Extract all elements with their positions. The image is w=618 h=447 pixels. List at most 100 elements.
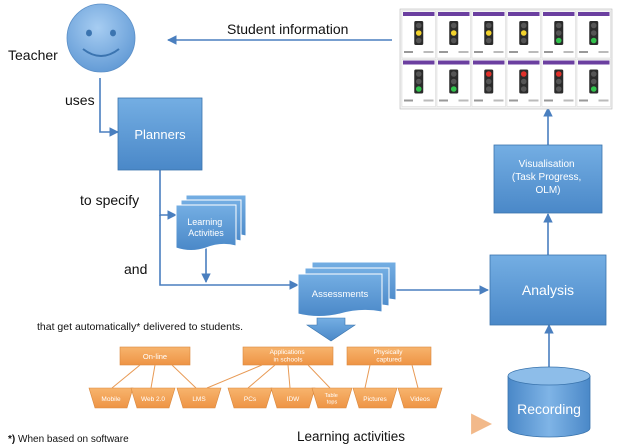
red-light-icon (555, 71, 562, 77)
group-physical-line-1: Physically (374, 349, 404, 356)
traffic-light-card (401, 10, 436, 59)
visualisation-box: Visualisation (Task Progress, OLM) (493, 144, 603, 214)
yellow-light-icon (415, 30, 422, 36)
traffic-light-card (436, 10, 471, 59)
channel-pictures-label: Pictures (363, 396, 387, 403)
traffic-light-card (576, 10, 611, 59)
green-light-icon (520, 86, 527, 92)
assessments-stack: Assessments (297, 261, 397, 317)
yellow-light-icon (555, 30, 562, 36)
traffic-light-card (471, 10, 506, 59)
red-light-icon (590, 22, 597, 29)
yellow-light-icon (555, 78, 562, 85)
group-applications-line-2: in schools (274, 357, 304, 364)
recording-label: Recording (517, 401, 581, 417)
channel-web20-label: Web 2.0 (141, 396, 165, 403)
visualisation-line-2: (Task Progress, (512, 172, 581, 183)
channel-tabletops: Table tops (311, 387, 353, 409)
yellow-light-icon (590, 78, 597, 85)
group-physical: Physically captured (346, 346, 432, 366)
green-light-icon (485, 37, 492, 44)
traffic-light-card (576, 59, 611, 107)
red-light-icon (485, 22, 492, 29)
traffic-light-card (506, 10, 541, 59)
yellow-light-icon (450, 30, 457, 36)
arrow-planners-to-assessments (159, 215, 299, 290)
teacher-label: Teacher (8, 47, 58, 63)
visualisation-line-3: OLM) (536, 185, 561, 196)
traffic-light-card (506, 59, 541, 107)
to-specify-label: to specify (80, 192, 139, 208)
recording-database: Recording (507, 366, 591, 438)
yellow-light-icon (485, 78, 492, 85)
red-light-icon (485, 71, 492, 77)
learning-activities-bottom-label: Learning activities (297, 429, 405, 444)
channel-lms-label: LMS (192, 396, 206, 403)
channel-connectors (111, 364, 419, 389)
channel-pcs-label: PCs (244, 396, 257, 403)
student-information-label: Student information (227, 21, 348, 37)
traffic-light-card (401, 59, 436, 107)
channel-pictures: Pictures (352, 387, 398, 409)
yellow-light-icon (415, 78, 422, 85)
red-light-icon (450, 22, 457, 29)
analysis-label: Analysis (522, 282, 574, 298)
channel-mobile-label: Mobile (101, 396, 121, 403)
red-light-icon (520, 22, 527, 29)
teacher-face-icon (66, 3, 136, 73)
green-light-icon (520, 37, 527, 44)
red-light-icon (415, 71, 422, 77)
yellow-light-icon (450, 78, 457, 85)
yellow-light-icon (590, 30, 597, 36)
learning-activities-line-2: Activities (188, 228, 224, 238)
channel-idw-label: IDW (287, 396, 301, 403)
group-online: On-line (119, 346, 191, 366)
footnote-text: When based on software (15, 434, 129, 445)
group-physical-label: Physically captured (374, 349, 405, 364)
footnote: *) When based on software (8, 434, 129, 445)
channel-tabletops-line-2: tops (327, 400, 338, 406)
learning-activities-line-1: Learning (187, 217, 222, 227)
group-applications-label: Applications in schools (270, 349, 307, 364)
connector-arrows (99, 35, 554, 368)
green-light-icon (555, 37, 562, 44)
channel-pcs: PCs (227, 387, 273, 409)
learning-activities-label: Learning Activities (187, 217, 225, 238)
dashboard-thumbnail (399, 8, 613, 110)
learning-activities-timeline: Learning activities (110, 413, 493, 444)
learning-activities-stack: Learning Activities (175, 194, 247, 251)
group-applications: Applications in schools (242, 346, 334, 366)
traffic-light-card (436, 59, 471, 107)
green-light-icon (450, 37, 457, 44)
assessments-label: Assessments (312, 289, 369, 300)
yellow-light-icon (485, 30, 492, 36)
yellow-light-icon (520, 30, 527, 36)
green-light-icon (415, 37, 422, 44)
and-label: and (124, 261, 147, 277)
green-light-icon (590, 86, 597, 92)
delivery-down-arrow (306, 317, 356, 342)
green-light-icon (590, 37, 597, 44)
channel-videos: Videos (397, 387, 443, 409)
visualisation-label: Visualisation (Task Progress, OLM) (512, 159, 584, 196)
traffic-light-card (471, 59, 506, 107)
green-light-icon (415, 86, 422, 92)
planners-label: Planners (134, 127, 186, 142)
green-light-icon (450, 86, 457, 92)
delivery-channels: On-line Applications in schools Physical… (88, 346, 443, 409)
channel-videos-label: Videos (410, 396, 431, 403)
traffic-light-card (541, 10, 576, 59)
group-online-label: On-line (143, 352, 167, 361)
red-light-icon (450, 71, 457, 77)
channel-tabletops-label: Table tops (325, 393, 340, 406)
red-light-icon (415, 22, 422, 29)
yellow-light-icon (520, 78, 527, 85)
arrow-planners-to-activities (159, 170, 177, 220)
uses-label: uses (65, 92, 95, 108)
channel-lms: LMS (176, 387, 222, 409)
red-light-icon (555, 22, 562, 29)
group-applications-line-1: Applications (270, 349, 306, 356)
analysis-box: Analysis (489, 254, 607, 326)
green-light-icon (485, 86, 492, 92)
